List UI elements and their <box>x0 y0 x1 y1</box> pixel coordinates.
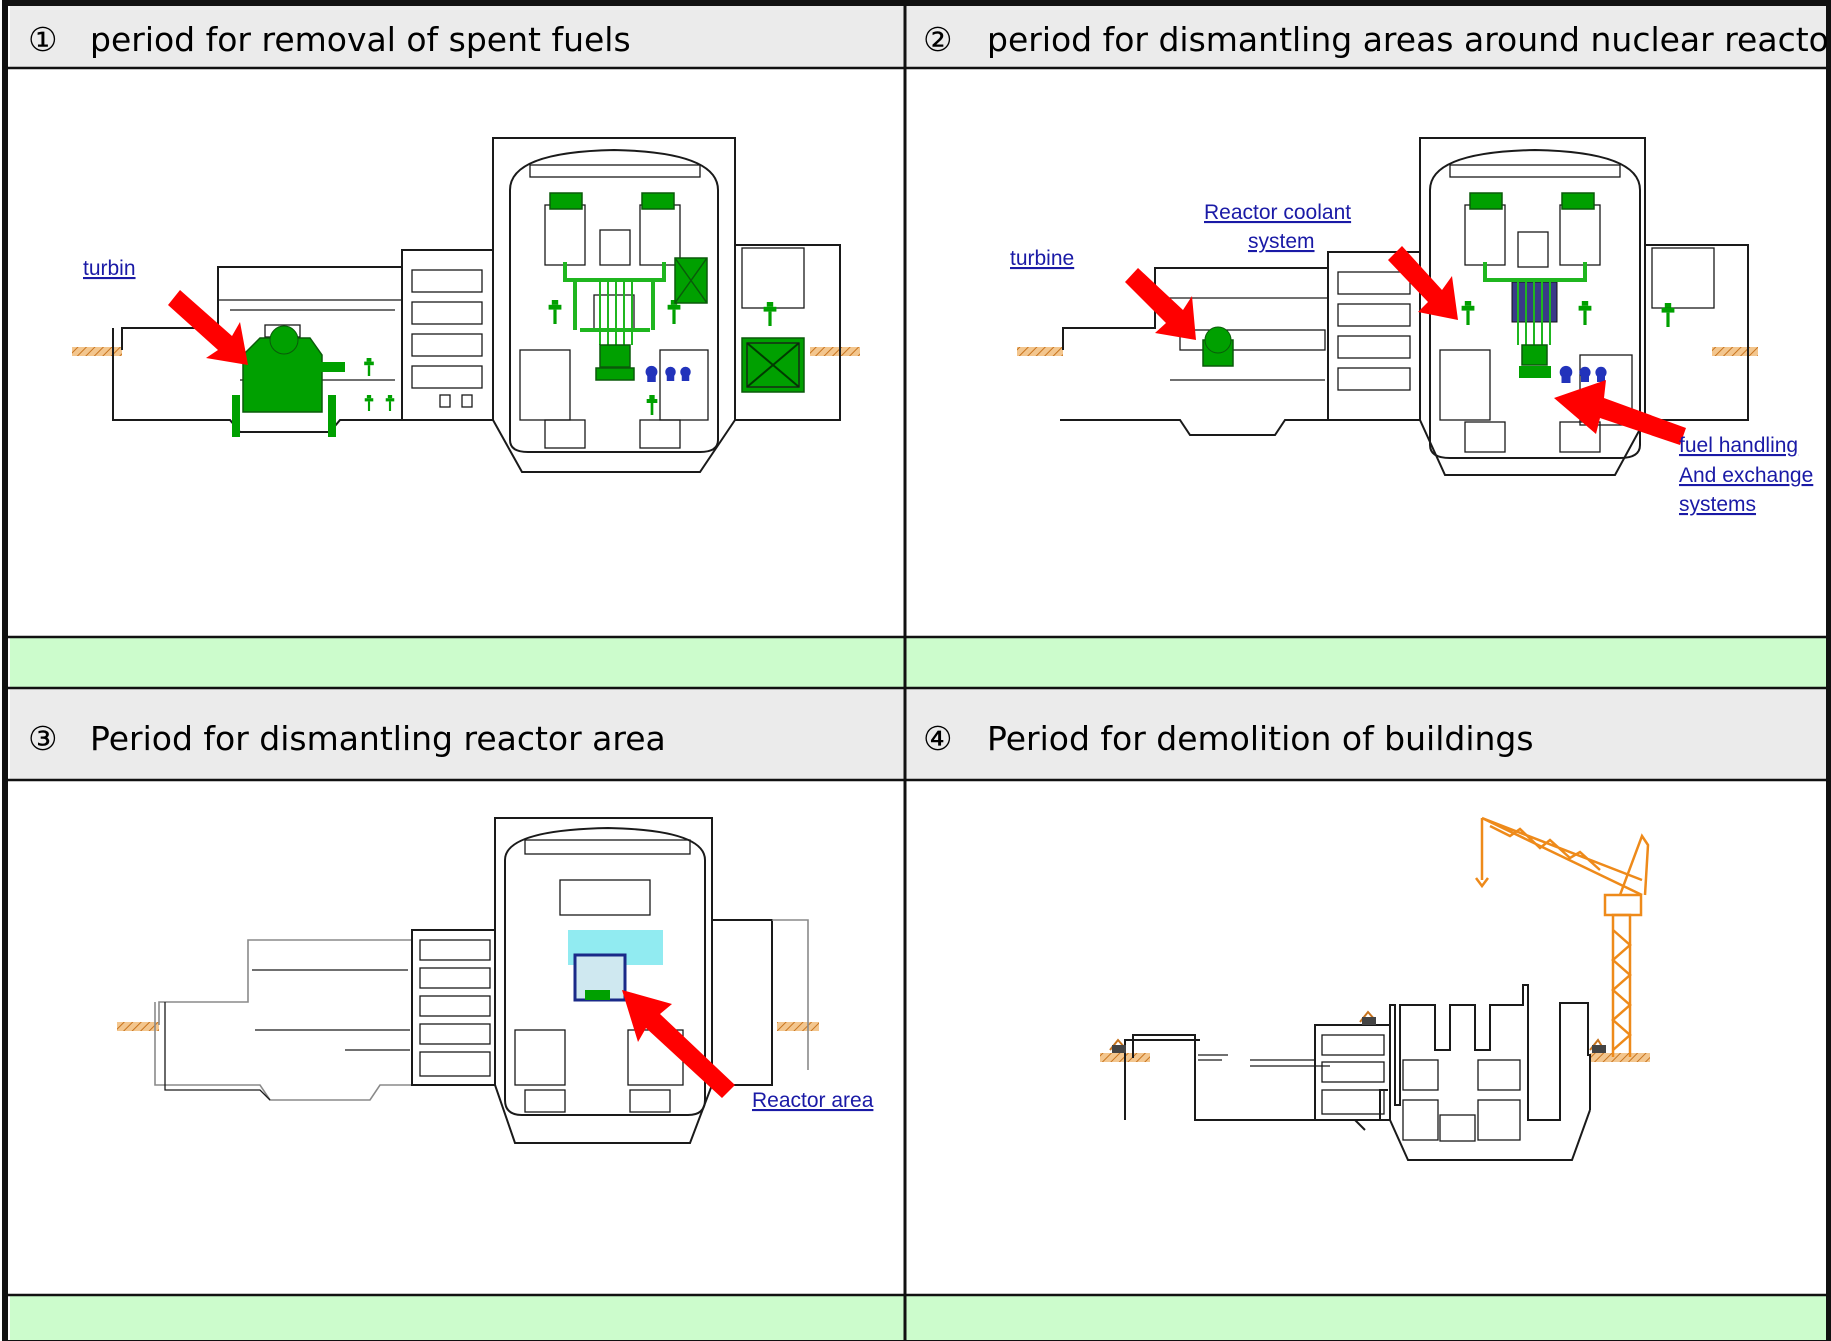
panel-1-title: period for removal of spent fuels <box>90 20 631 59</box>
panel-4-demolition-diagram <box>1100 816 1650 1161</box>
arrow-turbine-1 <box>168 290 248 365</box>
panel-2-plant-diagram <box>1017 137 1758 476</box>
label-turbin[interactable]: turbin <box>83 257 136 280</box>
label-reactor-area[interactable]: Reactor area <box>752 1089 874 1112</box>
panel-2-header-bg <box>905 6 1831 68</box>
panel-3-title: Period for dismantling reactor area <box>90 719 666 758</box>
panel-2-title: period for dismantling areas around nucl… <box>987 20 1831 59</box>
green-band-4 <box>905 1295 1831 1341</box>
panel-3-number: ③ <box>28 719 58 758</box>
arrow-coolant <box>1388 246 1458 320</box>
panel-1-plant-diagram <box>72 137 860 473</box>
panel-3-header-bg <box>10 688 905 780</box>
panel-4-title: Period for demolition of buildings <box>987 719 1534 758</box>
panel-4-header-bg <box>905 688 1831 780</box>
green-band-1 <box>10 637 905 688</box>
panel-1-header-bg <box>10 6 905 68</box>
green-band-3 <box>10 1295 905 1341</box>
arrow-reactor-area <box>622 990 735 1098</box>
green-band-2 <box>905 637 1831 688</box>
label-reactor-coolant-system[interactable]: system <box>1248 230 1315 253</box>
arrow-turbine-2 <box>1125 268 1196 340</box>
label-fuel-handling[interactable]: fuel handling <box>1679 434 1798 457</box>
panel-2-number: ② <box>923 20 953 59</box>
panel-1-number: ① <box>28 20 58 59</box>
tower-crane <box>1475 816 1650 1057</box>
label-systems[interactable]: systems <box>1679 493 1756 516</box>
label-turbine[interactable]: turbine <box>1010 247 1074 270</box>
arrow-fuel-handling <box>1554 380 1686 445</box>
label-reactor-coolant[interactable]: Reactor coolant <box>1204 201 1351 224</box>
label-and-exchange[interactable]: And exchange <box>1679 464 1813 487</box>
panel-4-number: ④ <box>923 719 953 758</box>
panel-3-plant-diagram <box>117 817 819 1144</box>
